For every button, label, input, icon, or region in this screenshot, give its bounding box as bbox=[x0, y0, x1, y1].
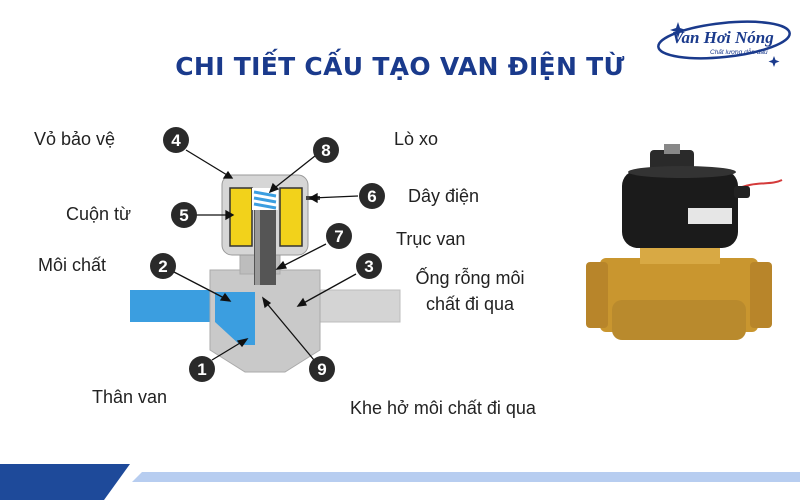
spring-icon bbox=[253, 190, 277, 210]
label-coil: Cuộn từ bbox=[66, 204, 132, 224]
solenoid-valve-photo bbox=[586, 144, 783, 340]
marker-3: 3 bbox=[356, 253, 382, 279]
marker-2: 2 bbox=[150, 253, 176, 279]
page-title: CHI TIẾT CẤU TẠO VAN ĐIỆN TỪ bbox=[175, 52, 625, 81]
svg-text:5: 5 bbox=[179, 206, 188, 225]
fluid-inside bbox=[215, 292, 255, 345]
coil-left bbox=[229, 187, 253, 247]
brand-logo: Van Hơi Nóng Chất lượng dẫn đầu bbox=[652, 14, 794, 70]
svg-text:9: 9 bbox=[317, 360, 326, 379]
marker-7: 7 bbox=[326, 223, 352, 249]
marker-4: 4 bbox=[163, 127, 189, 153]
label-medium: Môi chất bbox=[38, 255, 107, 275]
svg-text:6: 6 bbox=[367, 187, 376, 206]
label-wire: Dây điện bbox=[408, 186, 480, 206]
svg-text:7: 7 bbox=[334, 227, 343, 246]
footer-decoration bbox=[0, 464, 800, 500]
marker-9: 9 bbox=[309, 356, 335, 382]
svg-text:8: 8 bbox=[321, 141, 330, 160]
svg-text:2: 2 bbox=[158, 257, 167, 276]
label-protective-case: Vỏ bảo vệ bbox=[34, 129, 116, 149]
sparkle-icon bbox=[670, 22, 686, 38]
label-stem: Trục van bbox=[396, 229, 466, 249]
marker-8: 8 bbox=[313, 137, 339, 163]
logo-name: Van Hơi Nóng bbox=[672, 28, 774, 47]
marker-1: 1 bbox=[189, 356, 215, 382]
logo-tagline: Chất lượng dẫn đầu bbox=[710, 49, 768, 56]
label-hollow-tube: Ống rỗng môi chất đi qua bbox=[415, 268, 525, 314]
label-valve-body: Thân van bbox=[92, 387, 168, 407]
svg-text:1: 1 bbox=[197, 360, 206, 379]
logo-swoosh-icon bbox=[657, 20, 791, 67]
label-gap: Khe hở môi chất đi qua bbox=[350, 398, 536, 418]
marker-6: 6 bbox=[359, 183, 385, 209]
marker-5: 5 bbox=[171, 202, 197, 228]
label-spring: Lò xo bbox=[394, 129, 439, 149]
sparkle-icon bbox=[768, 56, 780, 67]
svg-text:4: 4 bbox=[171, 131, 181, 150]
coil-right bbox=[279, 187, 303, 247]
svg-text:3: 3 bbox=[364, 257, 373, 276]
